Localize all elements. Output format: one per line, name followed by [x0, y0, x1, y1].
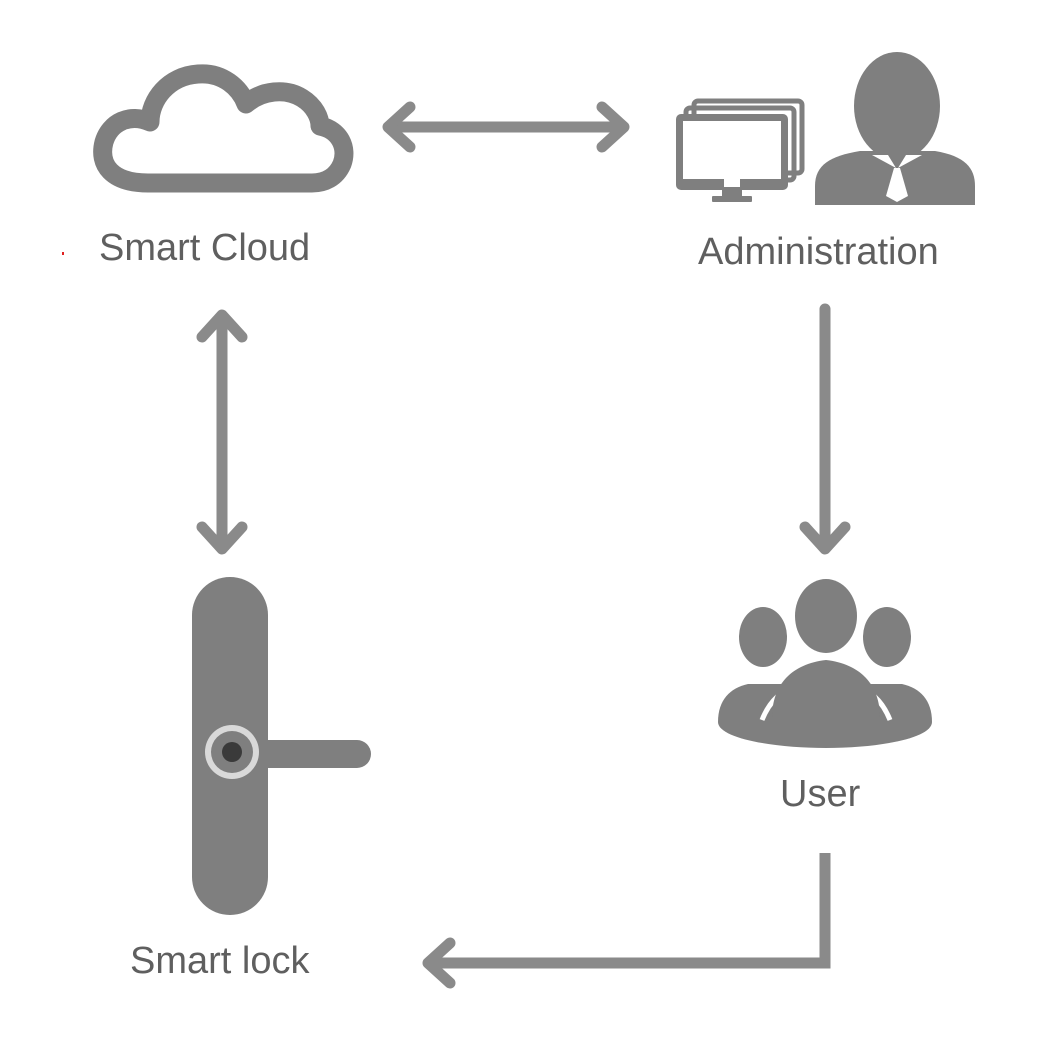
label-user: User — [780, 773, 861, 815]
user-group-icon — [718, 579, 932, 748]
label-smart-cloud: Smart Cloud — [99, 227, 311, 269]
cloud-icon — [93, 64, 354, 193]
smart-lock-icon — [192, 577, 371, 915]
label-administration: Administration — [698, 231, 939, 273]
admin-computer-person-icon — [676, 52, 975, 205]
arrow-cloud-admin — [382, 101, 630, 153]
label-smart-lock: Smart lock — [130, 940, 310, 982]
arrow-user-lock — [422, 853, 831, 989]
stray-red-mark — [62, 252, 64, 255]
arrow-cloud-lock — [196, 309, 248, 555]
arrow-admin-user — [799, 303, 851, 555]
